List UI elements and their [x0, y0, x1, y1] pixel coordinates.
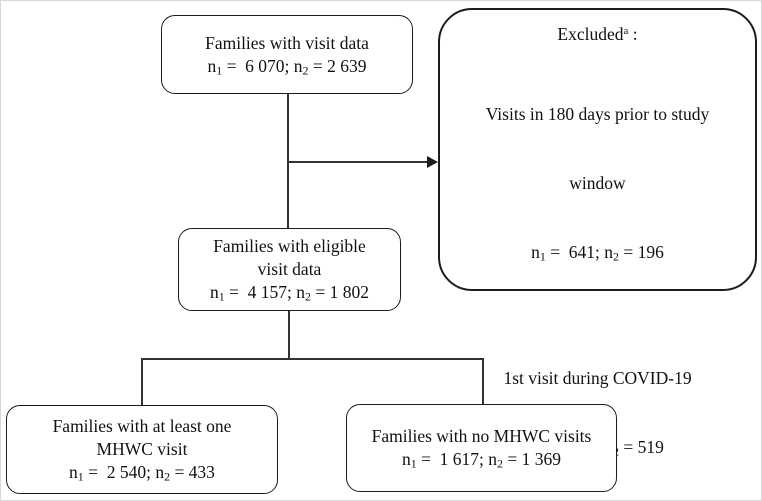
- arrow-right-icon: [427, 155, 438, 168]
- connector-branch-right: [482, 358, 484, 405]
- node-families-no-mhwc-visits: Families with no MHWC visits n1 = 1 617;…: [346, 404, 617, 492]
- node-label: visit data: [257, 259, 322, 279]
- reason-text: Visits in 180 days prior to study: [485, 104, 710, 124]
- node-label: Families with visit data: [205, 32, 369, 53]
- connector-eligible-down: [288, 310, 290, 359]
- node-counts: n1 = 4 157; n2 = 1 802: [209, 282, 369, 304]
- reason-text: 1st visit during COVID-19: [503, 368, 692, 388]
- reason-text: window: [569, 173, 626, 193]
- connector-branch-horizontal: [141, 358, 483, 360]
- connector-excluded-arrow-shaft: [287, 161, 430, 163]
- excluded-title: Excludeda :: [557, 24, 638, 44]
- connector-branch-left: [141, 358, 143, 406]
- node-label: Families with eligible: [213, 236, 366, 256]
- node-families-with-visit-data: Families with visit data n1 = 6 070; n2 …: [161, 15, 413, 94]
- node-label: MHWC visit: [96, 439, 188, 459]
- excluded-reason-prior-visits: Visits in 180 days prior to study window…: [486, 57, 710, 310]
- node-label: Families with at least one: [52, 416, 232, 436]
- node-counts: n1 = 2 540; n2 = 433: [69, 462, 215, 484]
- node-families-eligible-visit-data: Families with eligible visit data n1 = 4…: [178, 228, 401, 311]
- node-excluded: Excludeda : Visits in 180 days prior to …: [438, 8, 757, 458]
- reason-counts: n1 = 641; n2 = 196: [531, 242, 664, 264]
- node-families-with-mhwc-visit: Families with at least one MHWC visit n1…: [6, 405, 278, 494]
- node-counts: n1 = 6 070; n2 = 2 639: [207, 55, 367, 78]
- node-counts: n1 = 1 617; n2 = 1 369: [401, 449, 561, 471]
- node-label: Families with no MHWC visits: [371, 426, 592, 446]
